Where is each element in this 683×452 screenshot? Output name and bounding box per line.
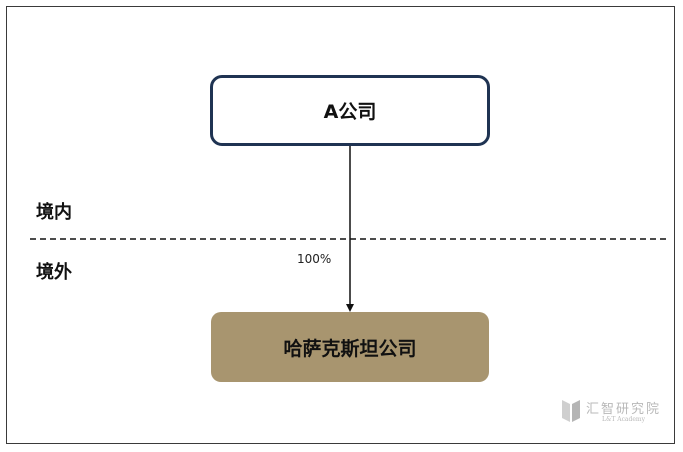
subsidiary-company-box: 哈萨克斯坦公司 [211, 312, 489, 382]
watermark: 汇智研究院 L&T Academy [560, 396, 670, 428]
parent-company-label: A公司 [323, 101, 377, 123]
watermark-name: 汇智研究院 [586, 402, 662, 417]
subsidiary-company-label: 哈萨克斯坦公司 [283, 337, 417, 360]
domestic-label: 境内 [36, 202, 72, 223]
overseas-label: 境外 [36, 262, 72, 283]
ownership-percent-label: 100% [297, 252, 332, 266]
ownership-arrow-head [346, 304, 354, 312]
academy-logo-icon [562, 400, 580, 422]
parent-company-box: A公司 [210, 75, 490, 146]
diagram-frame [6, 6, 675, 444]
watermark-subtitle: L&T Academy [602, 416, 645, 423]
